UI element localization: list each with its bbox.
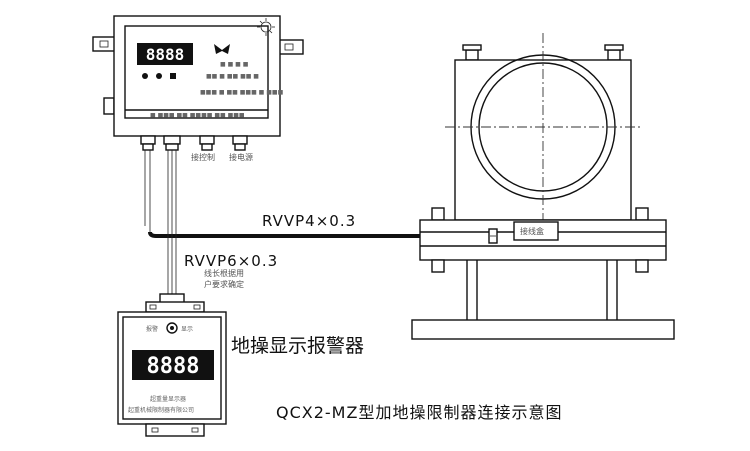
- diagram-caption: QCX2-MZ型加地操限制器连接示意图: [276, 403, 562, 422]
- controller-glands: [140, 135, 248, 151]
- controller-button-2[interactable]: [156, 73, 162, 79]
- unit-display-digits: 8888: [147, 354, 200, 379]
- controller-box: 8888 ■ ■ ■ ■ ■■ ■ ■■ ■■ ■ ■■■ ■ ■■ ■■■ ■…: [92, 15, 304, 162]
- controller-panel-text-1: ■ ■ ■ ■: [220, 61, 249, 68]
- controller-bottom-band-text: ■ ■■■ ■■ ■■■■ ■■ ■■■: [150, 112, 245, 119]
- unit-text-line-2: 起重机械限制器有限公司: [128, 406, 194, 414]
- connector-label-power: 接电源: [229, 152, 253, 162]
- cable-length-note-2: 户要求确定: [204, 279, 244, 289]
- cable-label-lower: RVVP6×0.3: [184, 252, 278, 270]
- alarm-label: 报警: [146, 325, 158, 333]
- controller-panel-text-3: ■■■ ■ ■■ ■■■ ■ ■■■: [200, 89, 284, 96]
- controller-digital-display: [137, 43, 193, 65]
- controller-display-digits: 8888: [146, 45, 185, 64]
- controller-button-3[interactable]: [170, 73, 176, 79]
- pin-sensor-assembly: [411, 33, 675, 340]
- controller-panel-text-2: ■■ ■ ■■ ■■ ■: [206, 73, 259, 80]
- controller-button-1[interactable]: [142, 73, 148, 79]
- cable-label-upper: RVVP4×0.3: [262, 212, 356, 230]
- display-alarm-unit: 报警 显示 8888 超重量显示器 起重机械限制器有限公司: [117, 293, 227, 437]
- unit-text-line-1: 超重量显示器: [150, 395, 186, 403]
- logo-icon: [214, 44, 230, 54]
- cable-length-note-1: 线长根据用: [204, 268, 244, 278]
- cable-lower: [167, 150, 177, 294]
- junction-box: [513, 221, 559, 241]
- sun-icon: [257, 18, 275, 36]
- display-label: 显示: [181, 326, 193, 333]
- junction-box-label: 接线盒: [520, 226, 544, 236]
- display-unit-name: 地操显示报警器: [231, 335, 364, 357]
- connector-label-control: 接控制: [191, 152, 215, 162]
- unit-digital-display: [132, 350, 214, 380]
- cable-upper: [144, 150, 495, 238]
